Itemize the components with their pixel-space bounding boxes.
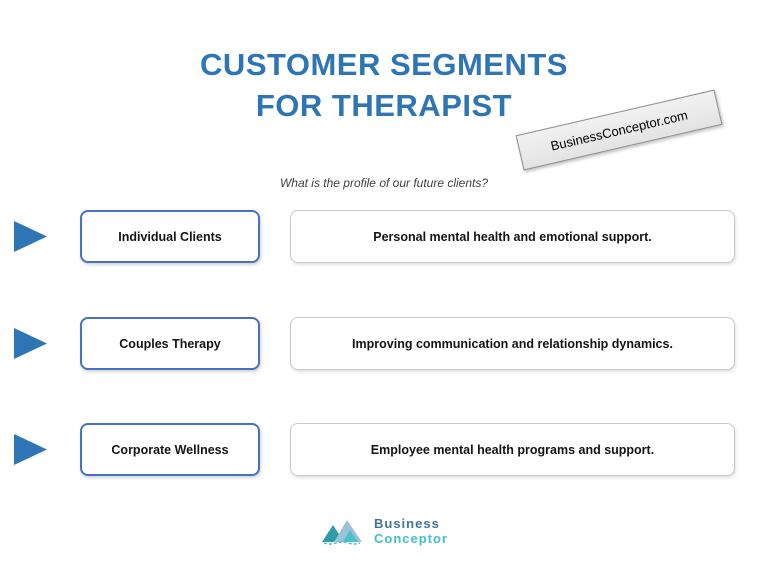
segment-row-individual-clients: Individual Clients Personal mental healt… bbox=[0, 210, 768, 263]
logo-text-conceptor: Conceptor bbox=[374, 531, 448, 546]
arrow-right-icon bbox=[14, 434, 47, 465]
segment-row-corporate-wellness: Corporate Wellness Employee mental healt… bbox=[0, 423, 768, 476]
segment-row-couples-therapy: Couples Therapy Improving communication … bbox=[0, 317, 768, 370]
segment-label-box: Couples Therapy bbox=[80, 317, 260, 370]
arrow-right-icon bbox=[14, 328, 47, 359]
segment-description-box: Improving communication and relationship… bbox=[290, 317, 735, 370]
logo-text-business: Business bbox=[374, 516, 440, 531]
segment-label: Couples Therapy bbox=[119, 336, 221, 351]
subtitle: What is the profile of our future client… bbox=[279, 176, 489, 190]
arrow-right-icon bbox=[14, 221, 47, 252]
segment-description-box: Employee mental health programs and supp… bbox=[290, 423, 735, 476]
segment-description: Personal mental health and emotional sup… bbox=[373, 229, 652, 244]
segment-label: Individual Clients bbox=[118, 229, 222, 244]
mountain-logo-icon bbox=[322, 520, 362, 545]
segment-description-box: Personal mental health and emotional sup… bbox=[290, 210, 735, 263]
title-line-1: CUSTOMER SEGMENTS bbox=[200, 47, 568, 82]
segment-description: Employee mental health programs and supp… bbox=[370, 442, 655, 457]
segment-description: Improving communication and relationship… bbox=[352, 336, 673, 351]
title-line-2: FOR THERAPIST bbox=[255, 88, 513, 123]
page-title: CUSTOMER SEGMENTS FOR THERAPIST bbox=[0, 44, 768, 126]
logo: Business Conceptor bbox=[0, 516, 768, 546]
logo-text: Business Conceptor bbox=[374, 516, 448, 546]
segment-label: Corporate Wellness bbox=[111, 442, 229, 457]
segment-label-box: Individual Clients bbox=[80, 210, 260, 263]
segment-label-box: Corporate Wellness bbox=[80, 423, 260, 476]
